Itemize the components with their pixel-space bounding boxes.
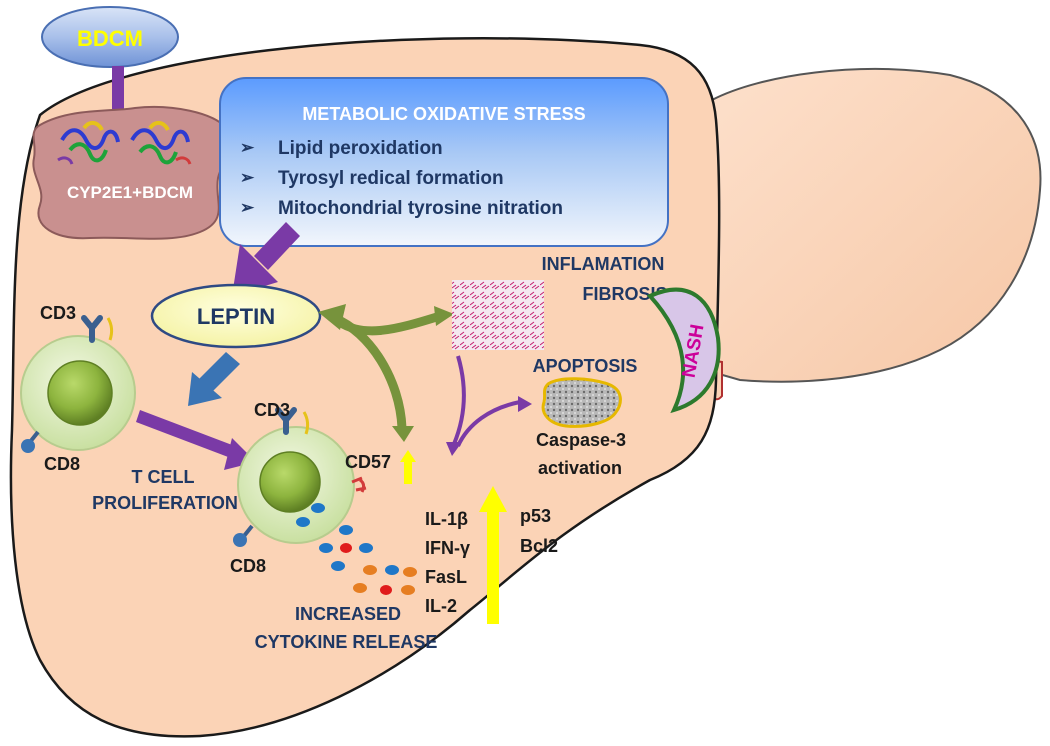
cell2-cd8-label: CD8 xyxy=(230,556,266,576)
bullet-arrow-icon: ➢ xyxy=(240,168,255,187)
cytokine-item: IL-1β xyxy=(425,509,468,529)
yellow-up-arrow-large xyxy=(479,486,507,624)
apoptosis-label: APOPTOSIS xyxy=(533,356,638,376)
bullet-arrow-icon: ➢ xyxy=(240,138,255,157)
enzyme-label: CYP2E1+BDCM xyxy=(67,183,193,202)
green-arrowhead xyxy=(318,304,346,330)
nash-crescent xyxy=(646,287,721,414)
cytokine-item: IL-2 xyxy=(425,596,457,616)
bullet-arrow-icon: ➢ xyxy=(240,198,255,217)
t-cell-1 xyxy=(20,335,136,451)
green-arrowhead xyxy=(434,306,454,326)
caspase-label-line2: activation xyxy=(538,458,622,478)
inflammation-label: INFLAMATION xyxy=(542,254,665,274)
purple-converging-arrows xyxy=(452,355,521,447)
cell2-cd3-label: CD3 xyxy=(254,400,290,420)
arrow-leptin-to-cells xyxy=(188,352,240,406)
green-arrowhead xyxy=(392,426,414,442)
green-feedback-arrows xyxy=(329,311,445,433)
bdcm-label: BDCM xyxy=(77,26,143,51)
purple-arrowhead xyxy=(446,442,462,456)
cell1-cd3-label: CD3 xyxy=(40,303,76,323)
cd57-receptor-icon xyxy=(351,476,367,493)
marker-bcl2: Bcl2 xyxy=(520,536,558,556)
marker-p53: p53 xyxy=(520,506,551,526)
protein-structure-icon xyxy=(57,121,192,165)
enzyme-blob xyxy=(32,105,233,240)
cell2-cd57-label: CD57 xyxy=(345,452,391,472)
apoptotic-cell-image xyxy=(541,377,622,428)
proliferation-label-line1: T CELL xyxy=(132,467,195,487)
cd3-receptor-icon xyxy=(275,407,310,435)
bdcm-ellipse xyxy=(41,6,179,68)
t-cell-2 xyxy=(237,426,355,544)
proliferation-label-line2: PROLIFERATION xyxy=(92,493,238,513)
oxidative-stress-list: ➢ Lipid peroxidation ➢ Tyrosyl redical f… xyxy=(240,138,563,219)
cd3-receptor-icon xyxy=(81,315,114,343)
cytokine-item: IFN-γ xyxy=(425,538,470,558)
stress-item: Lipid peroxidation xyxy=(278,138,443,159)
purple-arrowhead xyxy=(518,396,532,412)
leptin-ellipse xyxy=(150,283,322,349)
arrow-stress-to-leptin xyxy=(232,222,300,296)
oxidative-stress-title: METABOLIC OXIDATIVE STRESS xyxy=(302,104,585,124)
stress-item: Mitochondrial tyrosine nitration xyxy=(278,198,563,219)
inflammation-tissue-image xyxy=(452,280,544,350)
stress-item: Tyrosyl redical formation xyxy=(278,168,504,189)
cytokine-release-line2: CYTOKINE RELEASE xyxy=(255,632,438,652)
caspase-label-line1: Caspase-3 xyxy=(536,430,626,450)
yellow-up-arrow-small xyxy=(400,450,416,484)
cd8-receptor-icon xyxy=(21,430,40,453)
cytokine-dots xyxy=(319,525,417,595)
leptin-label: LEPTIN xyxy=(197,304,275,329)
cell1-cd8-label: CD8 xyxy=(44,454,80,474)
cd8-receptor-icon xyxy=(233,524,254,547)
liver-right-lobe xyxy=(711,68,1042,383)
cytokine-item: FasL xyxy=(425,567,467,587)
oxidative-stress-box xyxy=(219,77,669,247)
fibrosis-label: FIBROSIS xyxy=(582,284,667,304)
cytokine-release-line1: INCREASED xyxy=(295,604,401,624)
